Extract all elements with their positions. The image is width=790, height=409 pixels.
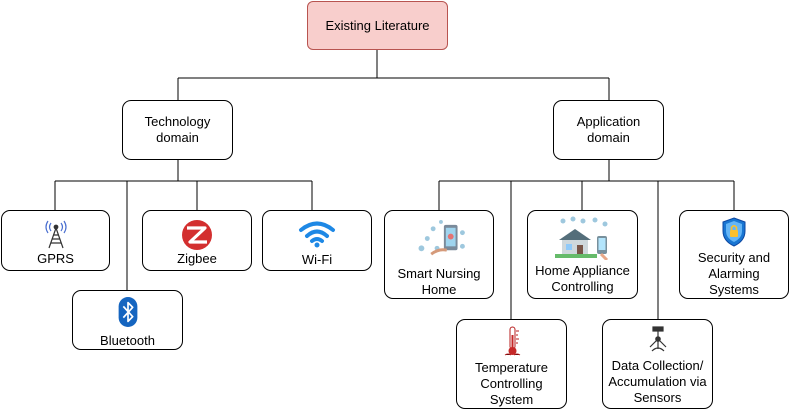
bluetooth-node: Bluetooth: [72, 290, 183, 350]
application-domain-node: Application domain: [553, 100, 664, 160]
wifi-node: Wi-Fi: [262, 210, 372, 271]
home-appliance-label-line1: Home Appliance: [535, 263, 630, 278]
home-appliance-label-line2: Controlling: [551, 279, 614, 294]
temperature-label-line2: Controlling: [480, 376, 543, 391]
technology-domain-node: Technology domain: [122, 100, 233, 160]
gprs-label: GPRS: [37, 251, 74, 266]
smart-nursing-home-label-line1: Smart Nursing: [397, 266, 481, 281]
home-appliance-controlling-node: Home Appliance Controlling: [527, 210, 638, 299]
zigbee-label: Zigbee: [177, 251, 217, 266]
smart-nursing-home-label-line2: Home: [421, 282, 457, 297]
temperature-controlling-system-node: Temperature Controlling System: [456, 319, 567, 409]
sensor-icon: [649, 326, 666, 352]
smart-house-icon: [554, 216, 608, 260]
security-shield-lock-icon: [722, 217, 746, 247]
thermometer-icon: [504, 326, 520, 356]
smart-nursing-home-node: Smart Nursing Home: [384, 210, 494, 299]
technology-domain-label-line1: Technology: [144, 114, 211, 129]
data-collection-label-line2: Accumulation via: [608, 374, 707, 389]
temperature-label-line1: Temperature: [475, 360, 548, 375]
data-collection-node: Data Collection/ Accumulation via Sensor…: [602, 319, 713, 409]
data-collection-label-line3: Sensors: [633, 390, 682, 405]
zigbee-node: Zigbee: [142, 210, 252, 271]
zigbee-logo-icon: [182, 220, 212, 250]
smart-home-devices-icon: [418, 219, 465, 256]
security-label-line3: Systems: [709, 282, 759, 297]
security-label-line1: Security and: [697, 250, 771, 265]
temperature-label-line3: System: [489, 392, 534, 407]
antenna-tower-icon: [44, 220, 67, 249]
root-node-existing-literature: Existing Literature: [307, 1, 448, 50]
technology-domain-label-line2: domain: [156, 130, 199, 145]
application-domain-label-line1: Application: [576, 114, 641, 129]
bluetooth-icon: [118, 297, 137, 327]
application-domain-label-line2: domain: [587, 130, 630, 145]
security-label-line2: Alarming: [708, 266, 760, 281]
gprs-node: GPRS: [1, 210, 110, 271]
wifi-icon: [299, 221, 335, 248]
bluetooth-label: Bluetooth: [100, 333, 155, 348]
data-collection-label-line1: Data Collection/: [611, 358, 704, 373]
security-alarming-systems-node: Security and Alarming Systems: [679, 210, 789, 299]
root-label: Existing Literature: [325, 17, 430, 33]
wifi-label: Wi-Fi: [301, 252, 333, 267]
